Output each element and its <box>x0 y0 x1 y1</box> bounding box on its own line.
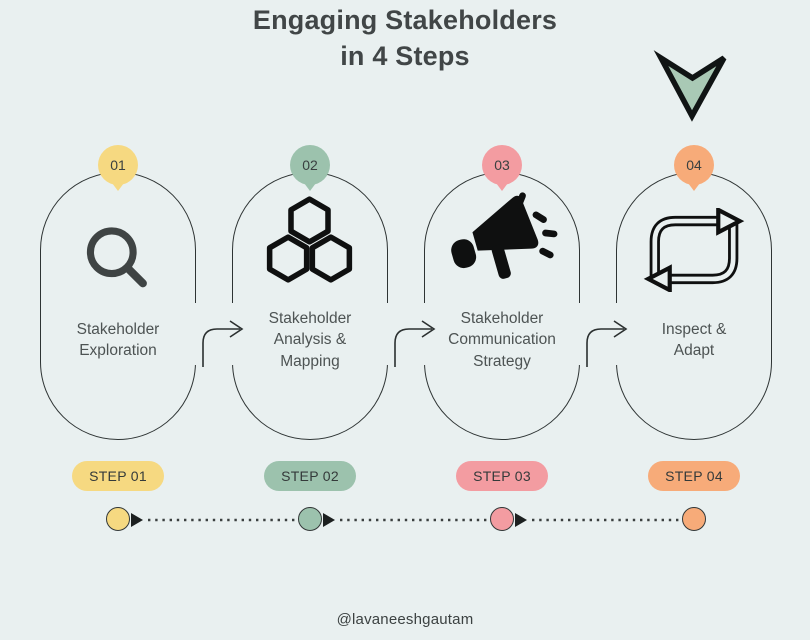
step-2-label: Stakeholder Analysis & Mapping <box>268 309 352 370</box>
flow-arrow-3 <box>577 303 628 367</box>
timeline-dot-1 <box>106 507 130 531</box>
step-1-number: 01 <box>110 157 126 173</box>
step-1-label: Stakeholder Exploration <box>76 320 160 359</box>
step-4-number: 04 <box>686 157 702 173</box>
step-4-label: Inspect & Adapt <box>661 320 727 359</box>
megaphone-icon <box>451 192 558 279</box>
step-2-number-pin: 02 <box>290 145 330 185</box>
step-3-label: Stakeholder Communication Strategy <box>448 309 556 370</box>
chevron-down-icon <box>653 50 727 122</box>
page-title: Engaging Stakeholders in 4 Steps <box>252 5 558 72</box>
step-2-number: 02 <box>302 157 318 173</box>
step-1-number-pin: 01 <box>98 145 138 185</box>
chevron-shape <box>653 50 727 122</box>
timeline-dot-2 <box>298 507 322 531</box>
step-2-pill: STEP 02 <box>264 461 356 491</box>
timeline-dotted-connector <box>131 513 680 527</box>
repeat-loop-icon <box>643 208 745 292</box>
author-handle: @lavaneeshgautam <box>336 611 474 628</box>
step-1-pill: STEP 01 <box>72 461 164 491</box>
timeline-dot-3 <box>490 507 514 531</box>
flow-arrow-2 <box>385 303 436 367</box>
step-3-number: 03 <box>494 157 510 173</box>
timeline-dot-4 <box>682 507 706 531</box>
search-icon <box>86 227 147 288</box>
hexagons-icon <box>266 196 353 283</box>
step-4-pill: STEP 04 <box>648 461 740 491</box>
step-3-pill: STEP 03 <box>456 461 548 491</box>
flow-arrow-1 <box>193 303 244 367</box>
step-3-number-pin: 03 <box>482 145 522 185</box>
step-4-number-pin: 04 <box>674 145 714 185</box>
